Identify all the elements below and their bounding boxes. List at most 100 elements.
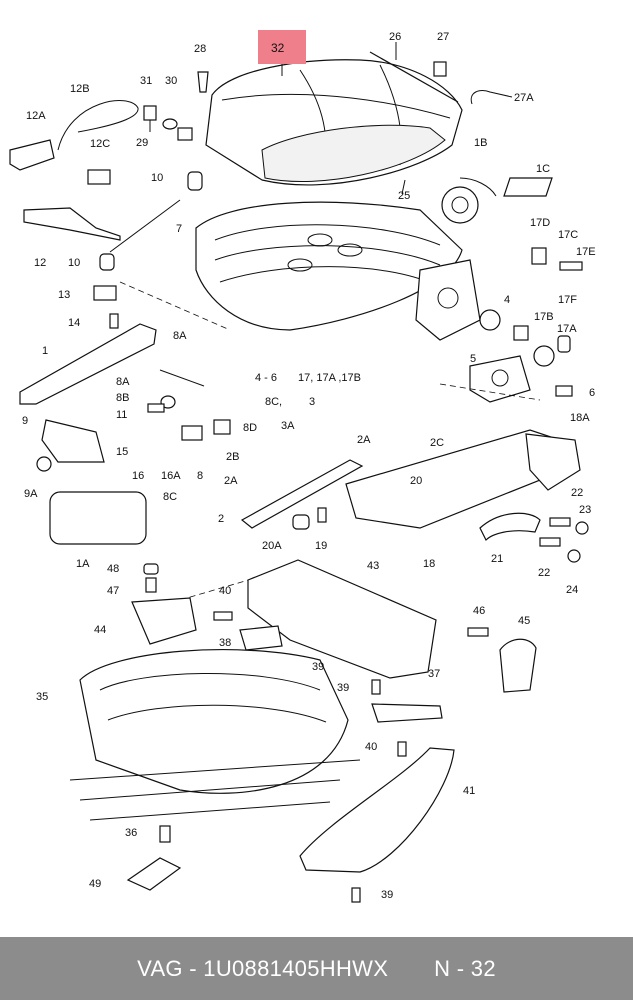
- label: 10: [151, 172, 163, 184]
- label: 3A: [281, 420, 295, 432]
- label: 20A: [262, 540, 282, 552]
- label: 45: [518, 615, 530, 627]
- label: 40: [219, 585, 231, 597]
- label: 4 - 6: [255, 372, 277, 384]
- screw-28: [197, 71, 209, 93]
- label: 2: [218, 513, 224, 525]
- bolt-31-30-29: [143, 105, 193, 141]
- label: 6: [589, 387, 595, 399]
- armrest-1a: [49, 491, 147, 545]
- label: 36: [125, 827, 137, 839]
- screw-39: [371, 679, 381, 695]
- label: 14: [68, 317, 80, 329]
- label: 39: [337, 682, 349, 694]
- label: 5: [470, 353, 476, 365]
- rod-7: [109, 199, 181, 253]
- cap-23: [575, 521, 589, 535]
- cap-48: [143, 563, 159, 575]
- label: 8: [197, 470, 203, 482]
- label: 8C: [163, 491, 177, 503]
- label: 18: [423, 558, 435, 570]
- bracket-45: [499, 638, 537, 693]
- dashed-leader-2: [439, 383, 541, 401]
- panel-43: [247, 559, 437, 679]
- label: 12: [34, 257, 46, 269]
- label: 12C: [90, 138, 110, 150]
- label: 8D: [243, 422, 257, 434]
- label: 3: [309, 396, 315, 408]
- bracket-13: [93, 285, 117, 301]
- label: 17E: [576, 246, 596, 258]
- base-frame-35: [69, 649, 361, 821]
- screw-36: [159, 825, 171, 843]
- label: 27A: [514, 92, 534, 104]
- screw-22-b: [539, 537, 561, 547]
- page-number-text: N - 32: [434, 955, 496, 981]
- label: 41: [463, 785, 475, 797]
- label: 2A: [224, 475, 238, 487]
- label: 1A: [76, 558, 90, 570]
- label: 20: [410, 475, 422, 487]
- rod-26: [369, 42, 459, 103]
- trim-41: [299, 747, 455, 873]
- label: 26: [389, 31, 401, 43]
- bushing-10-left: [99, 253, 115, 271]
- label: 7: [176, 223, 182, 235]
- callout-labels: 28 26 27 31 30 12B 27A 12A 29 12C 1B 1C …: [22, 31, 596, 901]
- label: 37: [428, 668, 440, 680]
- handle-12a: [9, 139, 55, 171]
- screw-19: [317, 507, 327, 523]
- label: 8A: [173, 330, 187, 342]
- nut-9a: [36, 456, 52, 472]
- label: 30: [165, 75, 177, 87]
- label: 2A: [357, 434, 371, 446]
- bracket-9: [41, 419, 105, 463]
- seat-cushion-32: [205, 59, 463, 186]
- label: 25: [398, 190, 410, 202]
- label: 39: [381, 889, 393, 901]
- label: 28: [194, 43, 206, 55]
- label: 22: [571, 487, 583, 499]
- label: 21: [491, 553, 503, 565]
- pad-49: [126, 857, 182, 891]
- label: 1: [42, 345, 48, 357]
- label: 23: [579, 504, 591, 516]
- label: 43: [367, 560, 379, 572]
- dashed-leader: [119, 281, 231, 331]
- label: 2B: [226, 451, 239, 463]
- footer-bar: VAG - 1U0881405HHWX N - 32: [0, 937, 633, 1000]
- label: 17C: [558, 229, 578, 241]
- label: 9: [22, 415, 28, 427]
- label: 17F: [558, 294, 577, 306]
- spring-frame-25: [195, 179, 463, 331]
- lever-37: [371, 703, 443, 723]
- bolt-8-assembly: [147, 369, 231, 441]
- screw-39-b: [351, 887, 361, 903]
- label: 17D: [530, 217, 550, 229]
- label: 49: [89, 878, 101, 890]
- label: 1C: [536, 163, 550, 175]
- screw-46: [467, 627, 489, 637]
- hook-27a: [470, 90, 513, 105]
- label: 47: [107, 585, 119, 597]
- screw-40: [397, 741, 407, 757]
- bracket-38: [239, 625, 283, 651]
- cable-12b: [57, 100, 139, 151]
- cover-1c: [503, 177, 553, 197]
- label: 27: [437, 31, 449, 43]
- label: 12B: [70, 83, 90, 95]
- label: 17, 17A ,17B: [298, 372, 361, 384]
- clip-12c: [87, 169, 111, 185]
- label: 9A: [24, 488, 38, 500]
- callout-32-highlight: 32: [258, 30, 306, 76]
- label: 24: [566, 584, 578, 596]
- bracket-44: [131, 597, 197, 645]
- label: 29: [136, 137, 148, 149]
- screw-40-b: [213, 611, 233, 621]
- bushing-10-top: [187, 171, 203, 191]
- label: 10: [68, 257, 80, 269]
- label: 8A: [116, 376, 130, 388]
- label: 44: [94, 624, 106, 636]
- cap-24: [567, 549, 581, 563]
- label: 17A: [557, 323, 577, 335]
